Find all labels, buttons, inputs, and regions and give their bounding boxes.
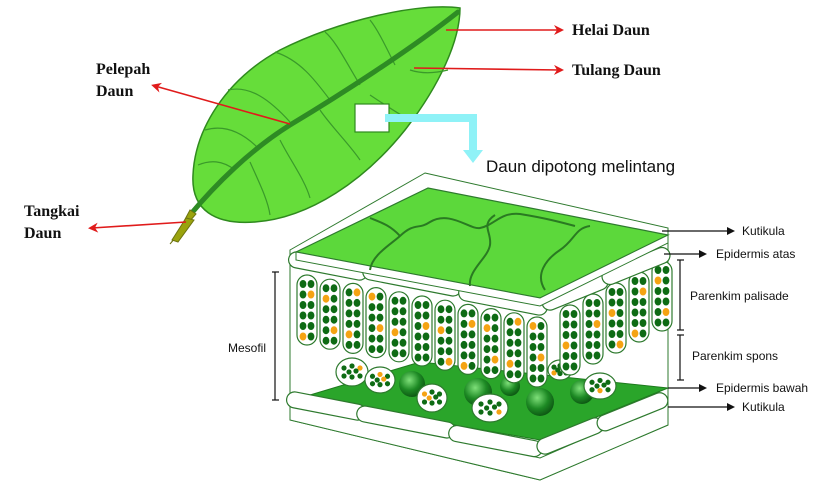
palisade-cell bbox=[651, 260, 673, 332]
label-kutikula-bawah: Kutikula bbox=[742, 400, 785, 414]
spongy-cell bbox=[416, 383, 448, 413]
label-tulang-daun: Tulang Daun bbox=[572, 62, 661, 79]
spongy-air-spheres bbox=[399, 371, 594, 416]
palisade-cell bbox=[457, 303, 479, 375]
palisade-cell bbox=[605, 282, 627, 354]
palisade-cell bbox=[628, 271, 650, 343]
red-arrows bbox=[88, 25, 564, 233]
palisade-cell bbox=[296, 274, 318, 346]
leaf-illustration bbox=[169, 6, 461, 245]
label-mesofil: Mesofil bbox=[228, 341, 266, 355]
palisade-cell bbox=[365, 287, 387, 359]
label-parenkim-spons: Parenkim spons bbox=[692, 349, 778, 363]
arrow-tulang bbox=[413, 64, 564, 75]
palisade-cell bbox=[319, 278, 341, 350]
spongy-cell bbox=[583, 372, 617, 400]
label-epidermis-bawah: Epidermis bawah bbox=[716, 381, 808, 395]
spongy-cell bbox=[471, 393, 509, 423]
palisade-cell bbox=[434, 299, 456, 371]
label-epidermis-atas: Epidermis atas bbox=[716, 247, 795, 261]
lower-epidermis-cells bbox=[285, 391, 669, 458]
label-tangkai-2: Daun bbox=[24, 225, 61, 242]
arrow-tangkai bbox=[88, 221, 187, 233]
palisade-cell bbox=[342, 282, 364, 354]
palisade-cell bbox=[559, 304, 581, 376]
label-daun-dipotong: Daun dipotong melintang bbox=[486, 157, 675, 176]
palisade-cell bbox=[582, 293, 604, 365]
label-tangkai-1: Tangkai bbox=[24, 203, 80, 220]
palisade-cell bbox=[388, 291, 410, 363]
leaf-midrib bbox=[187, 9, 461, 218]
palisade-cell bbox=[503, 312, 525, 384]
cut-section-marker bbox=[354, 103, 390, 133]
label-parenkim-palisade: Parenkim palisade bbox=[690, 289, 789, 303]
label-kutikula-atas: Kutikula bbox=[742, 224, 785, 238]
label-pelepah-2: Daun bbox=[96, 83, 133, 100]
label-pelepah-1: Pelepah bbox=[96, 61, 150, 78]
palisade-cell bbox=[480, 308, 502, 380]
palisade-cells bbox=[296, 260, 673, 388]
label-helai-daun: Helai Daun bbox=[572, 22, 650, 39]
surface-veins bbox=[369, 212, 591, 291]
spongy-cell bbox=[335, 357, 369, 387]
cyan-pointer-arrow bbox=[385, 114, 483, 163]
section-label-arrows bbox=[272, 227, 735, 411]
palisade-cell bbox=[526, 316, 548, 388]
arrow-pelepah bbox=[151, 82, 291, 125]
spongy-cell bbox=[364, 366, 396, 394]
palisade-cell bbox=[411, 295, 433, 367]
cross-section-block bbox=[285, 172, 673, 481]
